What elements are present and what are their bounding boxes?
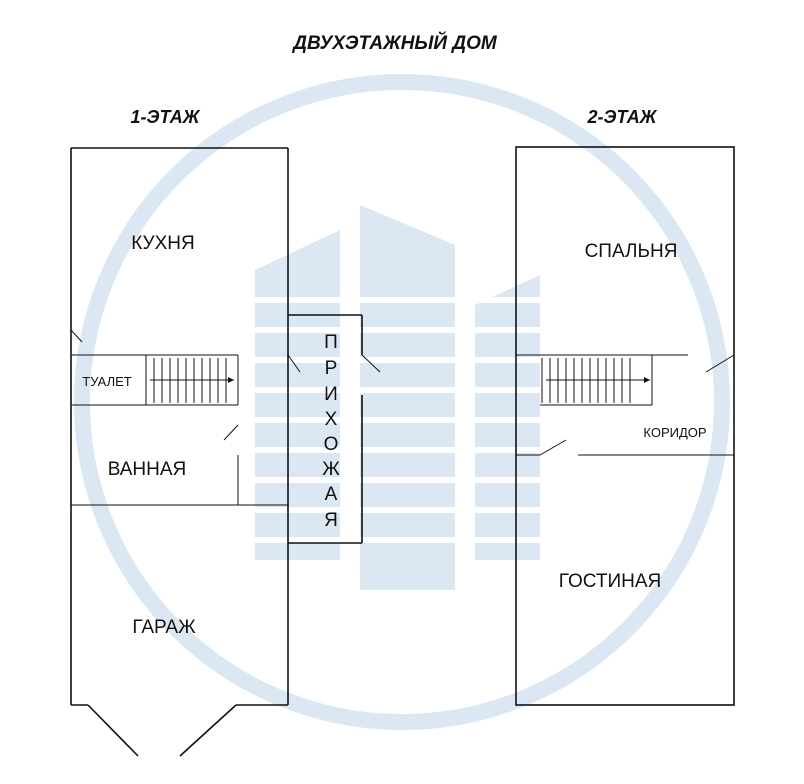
hallway-letter: И <box>324 384 338 405</box>
room-corridor: КОРИДОР <box>643 425 706 440</box>
hallway-letter: О <box>324 434 339 455</box>
floor1-walls <box>70 147 301 757</box>
floor2-label: 2-ЭТАЖ <box>587 107 658 127</box>
room-kitchen: КУХНЯ <box>131 233 194 254</box>
hallway-letter: Р <box>325 358 338 379</box>
room-hallway-label: П Р И Х О Ж А Я <box>322 332 340 531</box>
watermark-logo <box>74 74 730 730</box>
room-living: ГОСТИНАЯ <box>559 571 661 592</box>
room-bedroom: СПАЛЬНЯ <box>585 241 678 262</box>
hallway-letter: Х <box>325 409 338 430</box>
hallway-letter: Ж <box>322 459 340 480</box>
floor1-label: 1-ЭТАЖ <box>131 107 201 127</box>
hallway-letter: Я <box>324 510 338 531</box>
floor1-stairs <box>145 355 234 405</box>
room-toilet: ТУАЛЕТ <box>82 374 131 389</box>
room-garage: ГАРАЖ <box>132 617 196 638</box>
floor2-stairs <box>541 358 650 403</box>
plan-title: ДВУХЭТАЖНЫЙ ДОМ <box>291 32 498 54</box>
hallway-letter: А <box>325 484 338 505</box>
hallway-letter: П <box>324 332 338 353</box>
floor2-walls <box>515 146 735 706</box>
room-bathroom: ВАННАЯ <box>108 459 187 480</box>
floor1-hallway <box>288 314 381 544</box>
